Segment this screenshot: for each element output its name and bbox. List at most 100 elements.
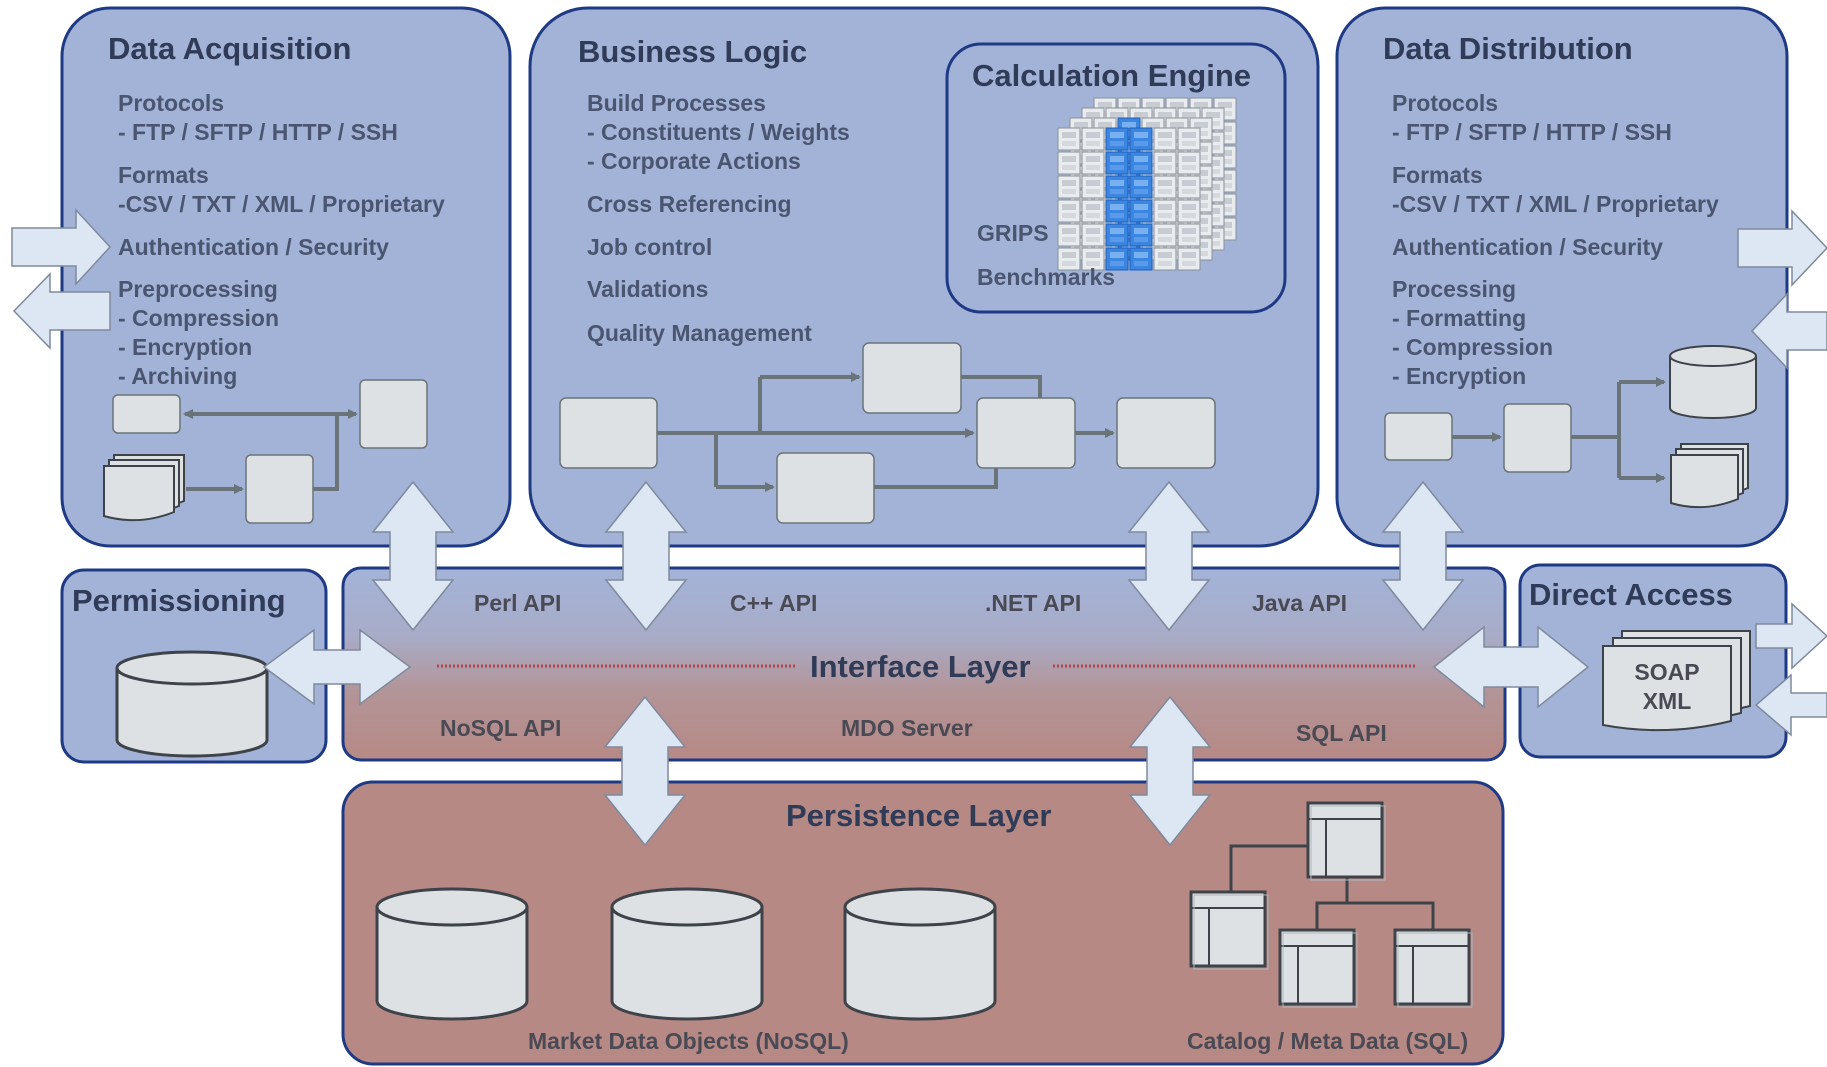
cube-cell <box>1057 175 1081 199</box>
cube-cell <box>1057 223 1081 247</box>
cube-cell <box>1105 175 1129 199</box>
nosql-database-icon <box>843 887 997 1021</box>
persistence-layer-title: Persistence Layer <box>786 798 1052 833</box>
business-item: - Corporate Actions <box>587 148 801 174</box>
cube-cell <box>1177 151 1201 175</box>
cube-cell <box>1081 175 1105 199</box>
cube-cell <box>1057 199 1081 223</box>
double-arrow-horizontal <box>262 628 412 706</box>
api-label-java: Java API <box>1252 590 1348 616</box>
cube-cell <box>1129 151 1153 175</box>
cube-cell <box>1177 223 1201 247</box>
nosql-storage-label: Market Data Objects (NoSQL) <box>528 1028 849 1054</box>
outbound-arrow <box>12 272 111 350</box>
process-box <box>1503 403 1572 473</box>
api-label-dotnet: .NET API <box>985 590 1082 616</box>
cube-cell <box>1177 175 1201 199</box>
distribution-flow <box>1384 345 1757 509</box>
business-item: - Constituents / Weights <box>587 119 850 145</box>
acquisition-item: Formats <box>118 162 209 188</box>
cube-cell <box>1057 127 1081 151</box>
cube-cell <box>1153 223 1177 247</box>
business-item: Validations <box>587 276 709 302</box>
distribution-item: - Formatting <box>1392 305 1527 331</box>
inbound-arrow <box>1750 292 1827 370</box>
cube-cell <box>1153 199 1177 223</box>
database-icon <box>1669 345 1757 419</box>
double-arrow-vertical <box>1381 480 1465 632</box>
process-box <box>559 397 658 469</box>
outbound-arrow <box>1755 602 1827 670</box>
calculation-engine-title: Calculation Engine <box>972 58 1252 93</box>
mdo-server-label: MDO Server <box>841 715 973 741</box>
sql-schema-tree-icon <box>1189 801 1474 1009</box>
acquisition-item: - Archiving <box>118 363 238 389</box>
acquisition-item: -CSV / TXT / XML / Proprietary <box>118 191 445 217</box>
direct-access-title: Direct Access <box>1529 577 1733 612</box>
distribution-item: - Compression <box>1392 334 1554 360</box>
cube-cell <box>1129 223 1153 247</box>
cube-cell <box>1081 199 1105 223</box>
cube-cell <box>1081 223 1105 247</box>
process-box <box>1116 397 1216 469</box>
cube-cell <box>1129 127 1153 151</box>
business-item: Job control <box>587 234 713 260</box>
double-arrow-vertical <box>603 695 687 847</box>
document-stack-icon <box>1670 443 1749 509</box>
api-label-nosql: NoSQL API <box>440 715 562 741</box>
xml-label: XML <box>1642 688 1692 714</box>
distribution-item: - FTP / SFTP / HTTP / SSH <box>1392 119 1672 145</box>
business-logic-title: Business Logic <box>578 34 808 69</box>
acquisition-item: - FTP / SFTP / HTTP / SSH <box>118 119 398 145</box>
acquisition-item: Authentication / Security <box>118 234 389 260</box>
connector-arrows <box>11 208 1827 847</box>
cube-cell <box>1081 127 1105 151</box>
cube-cell <box>1057 151 1081 175</box>
api-label-sql: SQL API <box>1296 720 1387 746</box>
acquisition-item: - Compression <box>118 305 280 331</box>
double-arrow-vertical <box>1128 695 1212 847</box>
cube-cell <box>1177 247 1201 271</box>
cube-cell <box>1129 199 1153 223</box>
process-box <box>776 452 875 524</box>
cube-cell <box>1153 175 1177 199</box>
document-stack-icon <box>103 454 185 522</box>
process-box <box>862 342 962 414</box>
cube-cell <box>1105 151 1129 175</box>
calculation-item: GRIPS <box>977 220 1049 246</box>
distribution-item: -CSV / TXT / XML / Proprietary <box>1392 191 1719 217</box>
soap-xml-document-icon <box>1602 630 1751 732</box>
sql-storage-label: Catalog / Meta Data (SQL) <box>1187 1028 1469 1054</box>
distribution-item: Protocols <box>1392 90 1499 116</box>
interface-layer-title: Interface Layer <box>810 649 1031 684</box>
inbound-arrow <box>11 208 112 286</box>
outbound-arrow <box>1737 209 1827 287</box>
data-distribution-title: Data Distribution <box>1383 31 1633 66</box>
business-item: Cross Referencing <box>587 191 792 217</box>
double-arrow-vertical <box>604 480 688 632</box>
double-arrow-horizontal <box>1432 625 1590 709</box>
soap-label: SOAP <box>1634 659 1700 685</box>
nosql-database-icon <box>375 887 529 1021</box>
cube-cell <box>1177 199 1201 223</box>
distribution-item: Authentication / Security <box>1392 234 1663 260</box>
cube-cell <box>1081 151 1105 175</box>
double-arrow-vertical <box>371 480 455 632</box>
acquisition-item: - Encryption <box>118 334 253 360</box>
cube-cell <box>1153 151 1177 175</box>
api-label-cpp: C++ API <box>730 590 818 616</box>
business-item: Quality Management <box>587 320 812 346</box>
permissions-database-icon <box>115 650 269 758</box>
cube-cell <box>1105 223 1129 247</box>
nosql-database-icon <box>610 887 764 1021</box>
process-box <box>976 397 1076 469</box>
cube-cell <box>1177 127 1201 151</box>
cube-cell <box>1105 199 1129 223</box>
double-arrow-vertical <box>1127 480 1211 632</box>
cube-cell <box>1129 175 1153 199</box>
acquisition-flow <box>103 379 428 524</box>
process-box <box>1384 412 1453 461</box>
process-box <box>245 454 314 524</box>
process-box <box>112 394 181 434</box>
